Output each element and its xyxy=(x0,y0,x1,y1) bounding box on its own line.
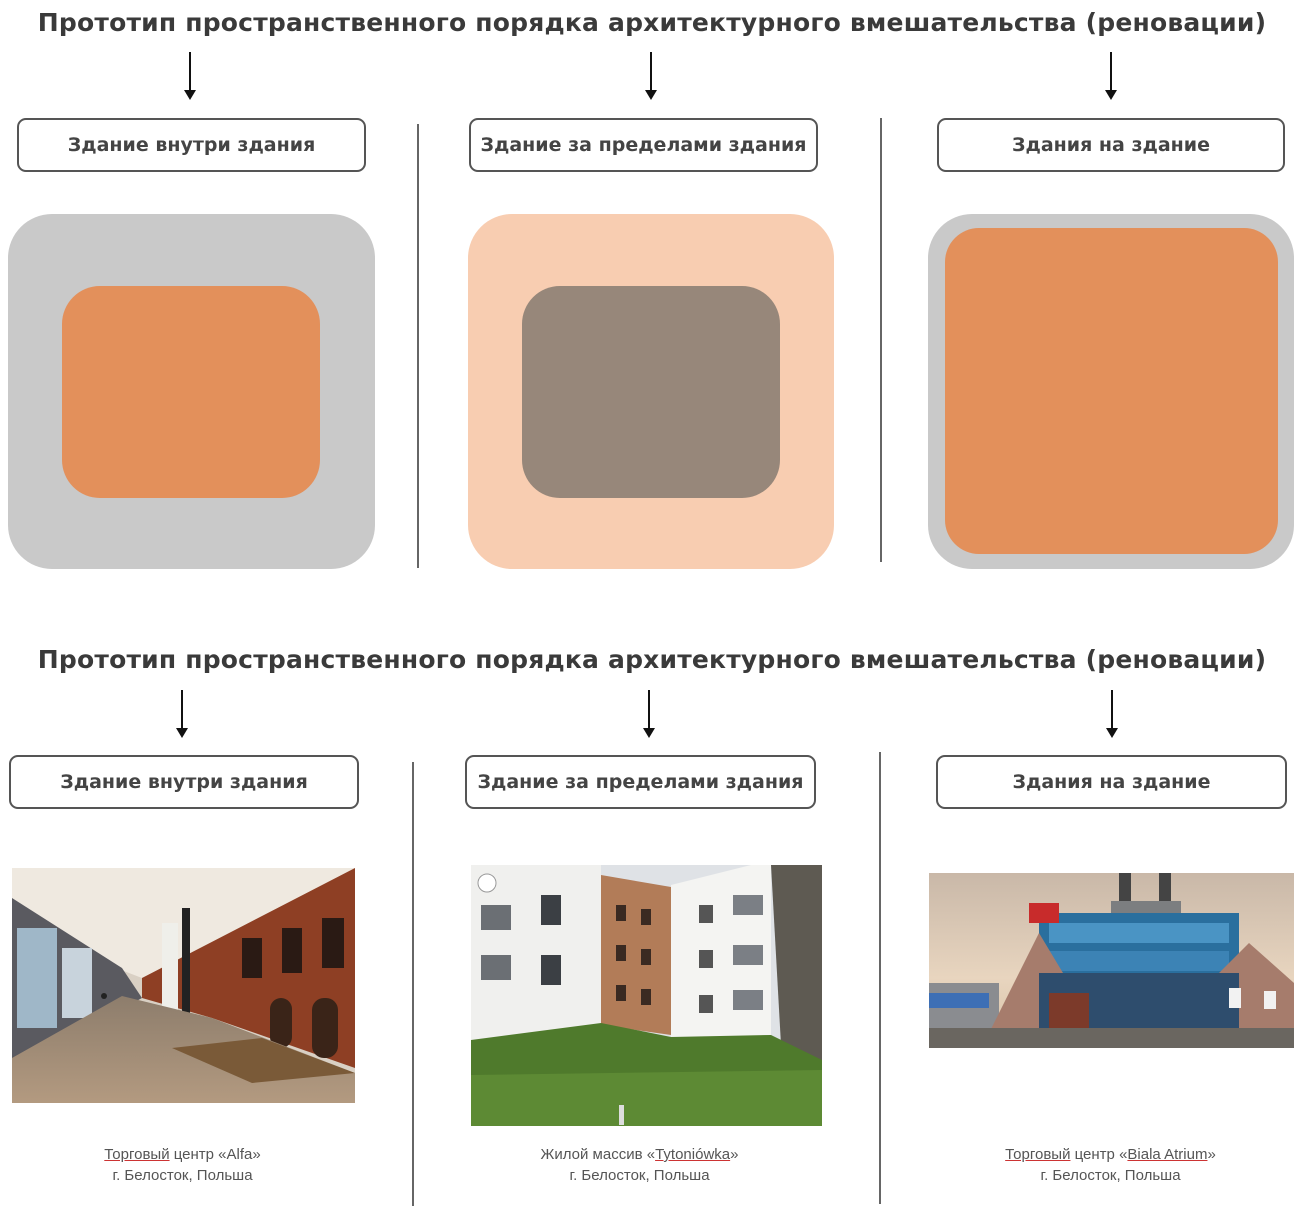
caption-tytoniowka-title: Жилой массив «Tytoniówka» xyxy=(540,1146,739,1163)
arrow-down-icon xyxy=(1106,690,1118,738)
divider-line xyxy=(417,124,419,568)
bottom-title: Прототип пространственного порядка архит… xyxy=(37,645,1267,674)
top-title: Прототип пространственного порядка архит… xyxy=(37,8,1267,37)
category-box-outside: Здание за пределами здания xyxy=(469,118,818,172)
caption-biala-atrium-city: г. Белосток, Польша xyxy=(1040,1167,1181,1184)
arrow-down-icon xyxy=(1105,52,1117,100)
photo-biala-atrium xyxy=(929,873,1294,1048)
category-box-outside: Здание за пределами здания xyxy=(465,755,816,809)
caption-alfa: Торговый центр «Alfa» г. Белосток, Польш… xyxy=(10,1144,355,1186)
caption-tytoniowka: Жилой массив «Tytoniówka» г. Белосток, П… xyxy=(467,1144,812,1186)
divider-line xyxy=(879,752,881,1204)
category-box-inside: Здание внутри здания xyxy=(9,755,359,809)
photo-tytoniowka xyxy=(471,865,822,1126)
arrow-down-icon xyxy=(184,52,196,100)
divider-line xyxy=(412,762,414,1206)
divider-line xyxy=(880,118,882,562)
caption-alfa-title: Торговый центр «Alfa» xyxy=(104,1146,261,1163)
caption-biala-atrium: Торговый центр «Biala Atrium» г. Белосто… xyxy=(938,1144,1283,1186)
category-box-on-top: Здания на здание xyxy=(937,118,1285,172)
arrow-down-icon xyxy=(645,52,657,100)
arrow-down-icon xyxy=(643,690,655,738)
inner-building-shape xyxy=(522,286,780,498)
arrow-down-icon xyxy=(176,690,188,738)
category-box-inside: Здание внутри здания xyxy=(17,118,366,172)
caption-tytoniowka-city: г. Белосток, Польша xyxy=(569,1167,710,1184)
inner-building-shape xyxy=(62,286,320,498)
inner-building-shape xyxy=(945,228,1278,554)
photo-alfa-mall xyxy=(12,868,355,1103)
category-box-on-top: Здания на здание xyxy=(936,755,1287,809)
caption-alfa-city: г. Белосток, Польша xyxy=(112,1167,253,1184)
caption-biala-atrium-title: Торговый центр «Biala Atrium» xyxy=(1005,1146,1216,1163)
